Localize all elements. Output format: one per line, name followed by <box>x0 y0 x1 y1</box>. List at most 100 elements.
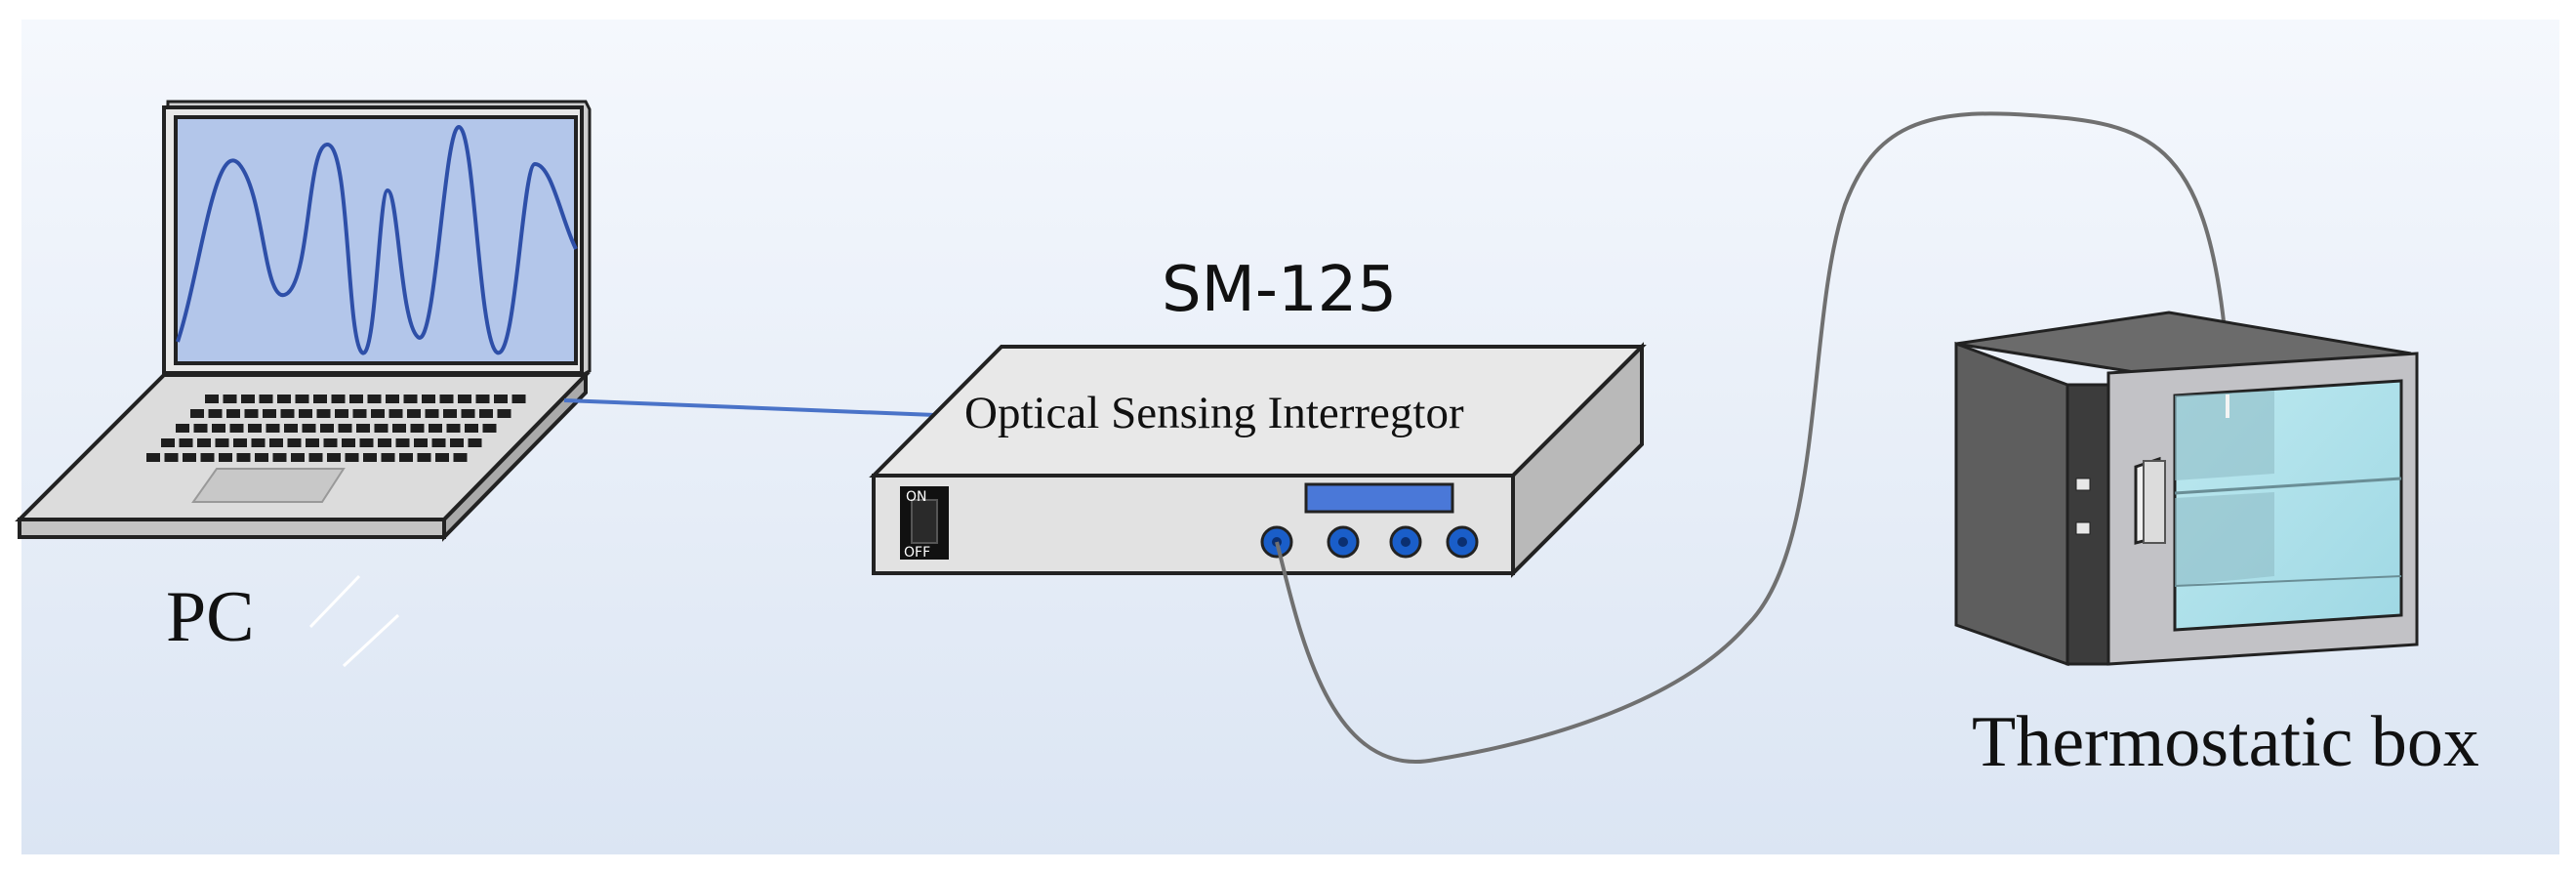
keyboard-key <box>193 424 208 433</box>
keyboard-key <box>475 395 490 403</box>
keyboard-key <box>287 438 302 447</box>
keyboard-key <box>386 395 399 403</box>
keyboard-key <box>399 453 413 462</box>
fiber-port <box>1389 525 1422 559</box>
keyboard-key <box>414 438 428 447</box>
keyboard-key <box>161 438 175 447</box>
keyboard-key <box>479 409 493 418</box>
keyboard-key <box>356 424 370 433</box>
keyboard-key <box>425 409 439 418</box>
interrogator-side <box>1511 342 1644 578</box>
keyboard-key <box>349 395 363 403</box>
keyboard-key <box>295 395 309 403</box>
laptop-base-edge <box>18 518 446 539</box>
keyboard-key <box>241 395 255 403</box>
box-control-slot <box>2075 478 2091 491</box>
glare-mark <box>342 613 400 668</box>
keyboard-key <box>266 424 280 433</box>
box-interior-back <box>2175 391 2274 480</box>
box-handle-base <box>2143 460 2166 544</box>
keyboard-key <box>359 438 374 447</box>
keyboard-key <box>223 395 237 403</box>
keyboard-key <box>422 395 435 403</box>
keyboard-key <box>277 395 291 403</box>
device-face-label: Optical Sensing Interregtor <box>964 388 1464 438</box>
box-shelf-edge <box>2174 575 2402 587</box>
laptop <box>15 100 592 542</box>
keyboard-key <box>308 453 323 462</box>
thermostatic-box <box>1954 311 2419 667</box>
keyboard-key <box>461 409 475 418</box>
keyboard-key <box>431 438 446 447</box>
box-side <box>1954 341 2069 667</box>
keyboard-key <box>302 424 316 433</box>
keyboard-key <box>417 453 431 462</box>
keyboard-key <box>388 409 403 418</box>
keyboard-key <box>371 409 385 418</box>
interrogator-display <box>1304 482 1454 514</box>
keyboard-key <box>335 409 348 418</box>
keyboard-key <box>482 424 497 433</box>
laptop-touchpad <box>191 468 346 503</box>
keyboard-key <box>435 453 449 462</box>
keyboard-key <box>450 438 464 447</box>
keyboard-key <box>197 438 211 447</box>
keyboard-key <box>363 453 377 462</box>
laptop-screen <box>174 115 578 365</box>
keyboard-key <box>272 453 287 462</box>
keyboard-key <box>255 453 268 462</box>
keyboard-key <box>291 453 305 462</box>
keyboard-key <box>446 424 461 433</box>
laptop-keyboard <box>146 395 526 462</box>
keyboard-key <box>338 424 352 433</box>
keyboard-key <box>244 409 259 418</box>
keyboard-key <box>511 395 526 403</box>
optical-interrogator: ON OFF <box>869 342 1647 578</box>
keyboard-key <box>313 395 327 403</box>
keyboard-key <box>284 424 298 433</box>
keyboard-key <box>200 453 215 462</box>
keyboard-key <box>146 453 160 462</box>
keyboard-key <box>205 395 219 403</box>
keyboard-key <box>176 424 189 433</box>
keyboard-key <box>381 453 395 462</box>
keyboard-key <box>236 453 251 462</box>
keyboard-key <box>229 424 244 433</box>
keyboard-key <box>465 424 478 433</box>
keyboard-key <box>219 453 232 462</box>
box-shelf <box>2174 477 2402 495</box>
pc-label: PC <box>166 577 255 657</box>
device-model-label: SM-125 <box>1162 254 1397 326</box>
keyboard-key <box>439 395 454 403</box>
keyboard-key <box>345 453 359 462</box>
keyboard-key <box>306 438 319 447</box>
keyboard-key <box>280 409 295 418</box>
keyboard-key <box>316 409 331 418</box>
keyboard-key <box>497 409 511 418</box>
keyboard-key <box>226 409 240 418</box>
keyboard-key <box>212 424 225 433</box>
box-control-slot <box>2075 521 2091 535</box>
keyboard-key <box>367 395 382 403</box>
keyboard-key <box>259 395 273 403</box>
keyboard-key <box>443 409 457 418</box>
keyboard-key <box>429 424 442 433</box>
keyboard-key <box>468 438 482 447</box>
keyboard-key <box>251 438 266 447</box>
fiber-port <box>1327 525 1360 559</box>
keyboard-key <box>403 395 418 403</box>
keyboard-key <box>392 424 406 433</box>
ethernet-cable <box>563 398 936 417</box>
keyboard-key <box>323 438 338 447</box>
keyboard-key <box>248 424 262 433</box>
keyboard-key <box>407 409 421 418</box>
keyboard-key <box>320 424 334 433</box>
fiber-port <box>1446 525 1479 559</box>
keyboard-key <box>494 395 508 403</box>
keyboard-key <box>410 424 425 433</box>
switch-on-label: ON <box>906 489 927 505</box>
keyboard-key <box>299 409 312 418</box>
keyboard-key <box>208 409 223 418</box>
keyboard-key <box>269 438 283 447</box>
